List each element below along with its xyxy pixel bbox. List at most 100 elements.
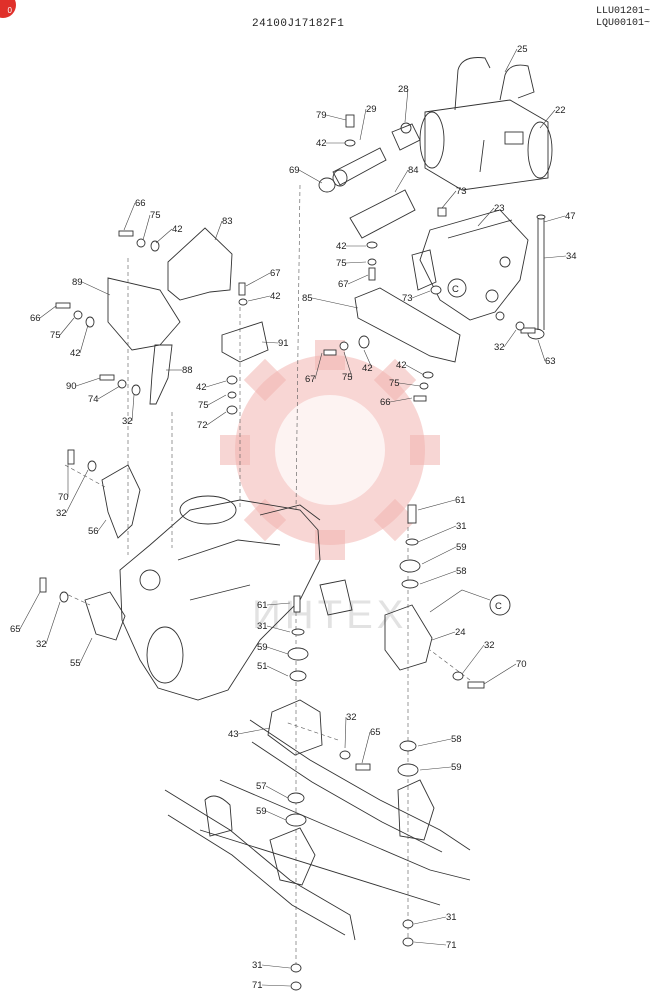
- engine-bracket-24b: [319, 579, 353, 616]
- callout-leader: [461, 644, 485, 675]
- callout-70: 70: [58, 492, 69, 503]
- callout-leader: [155, 228, 173, 244]
- frame-rails: [164, 719, 471, 941]
- front-mount-43: [267, 699, 323, 756]
- callout-42: 42: [362, 363, 373, 374]
- callout-leader: [413, 916, 447, 925]
- callout-leader: [205, 380, 227, 388]
- callout-85: 85: [302, 293, 313, 304]
- callout-32: 32: [122, 416, 133, 427]
- callout-leader: [539, 109, 556, 129]
- callout-72: 72: [197, 420, 208, 431]
- callout-56: 56: [88, 526, 99, 537]
- callout-leader: [394, 169, 409, 193]
- callout-leader: [206, 411, 227, 426]
- callout-leader: [477, 207, 495, 227]
- callout-leader: [265, 810, 287, 821]
- callout-75: 75: [389, 378, 400, 389]
- callout-89: 89: [72, 277, 83, 288]
- callout-75: 75: [342, 372, 353, 383]
- callout-leader: [413, 941, 447, 946]
- callout-65: 65: [10, 624, 21, 635]
- callout-leader: [419, 766, 452, 771]
- callout-leader: [398, 382, 421, 387]
- callout-leader: [261, 984, 291, 987]
- callout-43: 43: [228, 729, 239, 740]
- callout-51: 51: [257, 661, 268, 672]
- callout-leader: [79, 637, 93, 664]
- callout-leader: [421, 546, 457, 565]
- callout-61: 61: [257, 600, 268, 611]
- callout-leader: [81, 281, 111, 296]
- callout-leader: [266, 646, 289, 655]
- callout-leader: [261, 964, 291, 969]
- callout-71: 71: [252, 980, 263, 991]
- callout-leader: [207, 394, 227, 406]
- callout-leader: [245, 272, 271, 287]
- callout-31: 31: [456, 521, 467, 532]
- callout-57: 57: [256, 781, 267, 792]
- callout-42: 42: [270, 291, 281, 302]
- svg-text:C: C: [495, 601, 502, 612]
- callout-32: 32: [36, 639, 47, 650]
- callout-24: 24: [455, 627, 466, 638]
- bracket-91: [221, 321, 269, 363]
- callout-42: 42: [172, 224, 183, 235]
- callout-leader: [347, 274, 369, 285]
- callout-leader: [537, 339, 546, 362]
- callout-leader: [266, 665, 289, 677]
- callout-61: 61: [455, 495, 466, 506]
- callout-59: 59: [451, 762, 462, 773]
- callout-63: 63: [545, 356, 556, 367]
- callout-59: 59: [257, 642, 268, 653]
- callout-75: 75: [50, 330, 61, 341]
- callout-leader: [75, 377, 101, 387]
- callout-75: 75: [150, 210, 161, 221]
- callout-leader: [344, 716, 347, 749]
- corner-mark: 0: [0, 0, 16, 18]
- callout-leader: [311, 297, 359, 309]
- callout-leader: [298, 169, 323, 184]
- callout-55: 55: [70, 658, 81, 669]
- callout-leader: [343, 351, 353, 378]
- callout-leader: [543, 215, 566, 223]
- callout-leader: [417, 499, 456, 511]
- engine-mount-56: [101, 464, 141, 539]
- callout-leader: [79, 324, 89, 354]
- callout-66: 66: [30, 313, 41, 324]
- callout-leader: [142, 214, 151, 241]
- drawing-number: 24100J17182F1: [252, 18, 345, 30]
- plate-85: [354, 287, 461, 363]
- bracket-23: [411, 209, 529, 321]
- callout-leader: [417, 738, 452, 747]
- callout-67: 67: [338, 279, 349, 290]
- callout-31: 31: [446, 912, 457, 923]
- callout-32: 32: [484, 640, 495, 651]
- callout-34: 34: [566, 251, 577, 262]
- muffler: [419, 57, 553, 191]
- callout-69: 69: [289, 165, 300, 176]
- callout-25: 25: [517, 44, 528, 55]
- callout-leader: [441, 190, 457, 209]
- callout-88: 88: [182, 365, 193, 376]
- callout-70: 70: [516, 659, 527, 670]
- callout-47: 47: [565, 211, 576, 222]
- callout-leader: [419, 570, 457, 585]
- callout-leader: [389, 397, 413, 403]
- callout-31: 31: [252, 960, 263, 971]
- callout-58: 58: [456, 566, 467, 577]
- callout-leader: [265, 785, 289, 799]
- callout-79: 79: [316, 110, 327, 121]
- plate-84: [349, 189, 416, 239]
- callout-leader: [131, 394, 135, 422]
- callout-66: 66: [380, 397, 391, 408]
- callout-leader: [237, 727, 271, 735]
- callout-42: 42: [70, 348, 81, 359]
- callout-leader: [345, 261, 367, 264]
- callout-90: 90: [66, 381, 77, 392]
- callout-74: 74: [88, 394, 99, 405]
- callout-leader: [97, 519, 107, 532]
- heat-shield-83: [167, 227, 233, 301]
- callout-leader: [503, 329, 517, 348]
